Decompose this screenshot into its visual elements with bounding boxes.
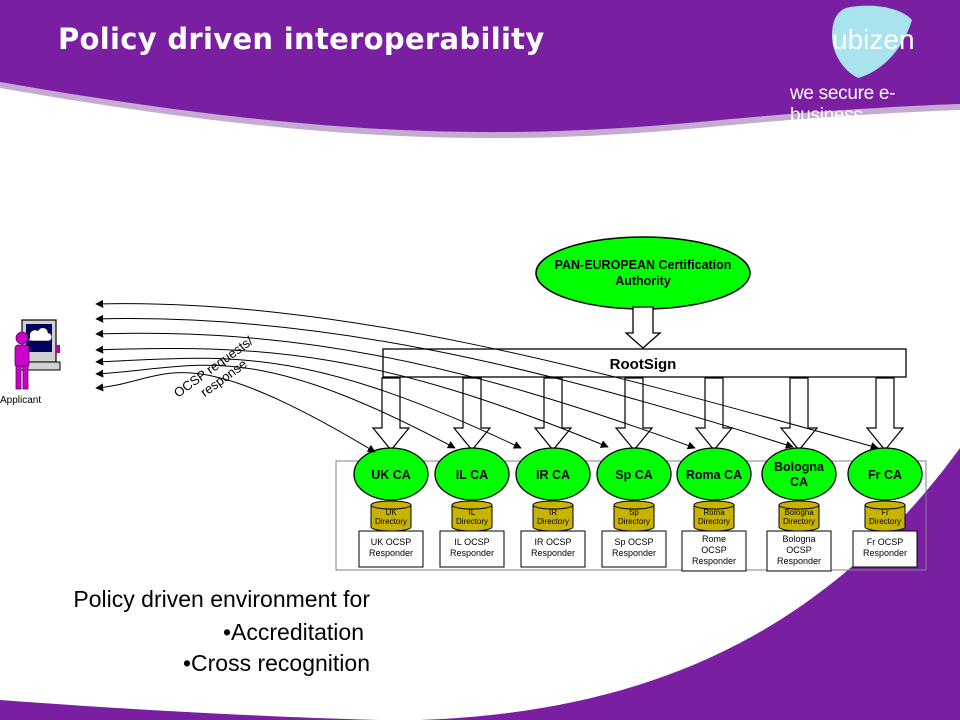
ocsp-responder-label: Responder	[777, 556, 821, 566]
directory-label: Directory	[783, 517, 815, 526]
ocsp-responder-box	[358, 530, 424, 568]
directory-cylinder-top	[864, 500, 906, 510]
ca-node	[847, 447, 923, 501]
ca-label: Sp CA	[615, 468, 653, 482]
ocsp-request-arrow	[95, 372, 376, 453]
ca-label: Bologna	[774, 460, 825, 474]
directory-cylinder-top	[613, 500, 655, 510]
slide-title: Policy driven interoperability	[58, 22, 545, 56]
directory-cylinder-top	[451, 500, 493, 510]
ocsp-responder-label: OCSP	[786, 545, 812, 555]
directory-cylinder-top	[532, 500, 574, 510]
ocsp-responder-box	[766, 530, 832, 572]
ocsp-request-arrow	[95, 299, 879, 450]
ocsp-responder-label: Rome	[702, 534, 726, 544]
directory-label: Fr	[881, 508, 889, 517]
header-band-shadow	[0, 82, 960, 139]
ca-node	[761, 447, 837, 501]
ubizen-logo: ubizen	[832, 24, 915, 55]
policy-bullet-cross-recognition: •Cross recognition	[182, 650, 370, 676]
header-band	[0, 0, 960, 133]
ocsp-responder-label: Responder	[450, 548, 494, 558]
ocsp-responder-label: Sp OCSP	[614, 537, 653, 547]
ca-label: IR CA	[536, 468, 570, 482]
ocsp-responder-label: IL OCSP	[454, 537, 489, 547]
pan-european-ca-node	[535, 236, 751, 310]
ca-label: CA	[790, 475, 808, 489]
directory-label: Directory	[698, 517, 730, 526]
policy-heading: Policy driven environment for	[73, 586, 370, 612]
ca-label: Roma CA	[686, 468, 742, 482]
directory-label: UK	[385, 508, 397, 517]
directory-label: Directory	[537, 517, 569, 526]
ca-label: Fr CA	[868, 468, 902, 482]
directory-label: Bologna	[784, 508, 814, 517]
logo-bubble-icon	[832, 5, 912, 78]
directory-label: Sp	[629, 508, 639, 517]
rootsign-to-ca-arrow	[779, 377, 819, 451]
rootsign-to-ca-arrow	[614, 377, 654, 451]
ocsp-responder-label: Responder	[692, 556, 736, 566]
applicant-computer-icon	[19, 319, 61, 371]
directory-label: Directory	[375, 517, 407, 526]
ca-label: IL CA	[456, 468, 488, 482]
ocsp-responder-box	[439, 530, 505, 568]
rootsign-to-ca-arrow	[533, 377, 573, 451]
authority-bologna-ca: BolognaCABolognaDirectoryBolognaOCSPResp…	[761, 377, 837, 572]
directory-label: Directory	[869, 517, 901, 526]
ocsp-responder-box	[520, 530, 586, 568]
directory-label: Directory	[618, 517, 650, 526]
directory-label: IR	[549, 508, 557, 517]
ocsp-arrows	[95, 299, 879, 453]
footer-band	[0, 700, 380, 720]
ocsp-responder-label: Responder	[863, 548, 907, 558]
directory-cylinder-top	[370, 500, 412, 510]
pan-to-rootsign-arrow	[624, 306, 662, 349]
rootsign-to-ca-arrow	[694, 377, 734, 451]
pan-european-ca-label-line2: Authority	[615, 274, 671, 288]
policy-bullet-accreditation: •Accreditation	[222, 619, 364, 645]
ocsp-responder-label: UK OCSP	[371, 537, 412, 547]
ocsp-responder-box	[601, 530, 667, 568]
ca-label: UK CA	[371, 468, 411, 482]
applicant-label: Applicant	[0, 395, 41, 406]
rootsign-to-ca-arrow	[865, 377, 905, 451]
rootsign-to-ca-arrow	[452, 377, 492, 451]
ocsp-responder-label: Responder	[612, 548, 656, 558]
ocsp-responder-label: Bologna	[782, 534, 815, 544]
ocsp-responder-box	[852, 530, 918, 568]
directory-cylinder-top	[693, 500, 735, 510]
pan-european-ca-label-line1: PAN-EUROPEAN Certification	[555, 258, 732, 272]
ocsp-responder-label: OCSP	[701, 545, 727, 555]
directory-label: Roma	[703, 508, 725, 517]
directory-label: IL	[469, 508, 476, 517]
applicant-person-icon	[14, 331, 30, 390]
directory-cylinder-top	[778, 500, 820, 510]
ocsp-responder-label: Fr OCSP	[867, 537, 904, 547]
rootsign-label: RootSign	[610, 356, 677, 373]
ocsp-responder-label: IR OCSP	[534, 537, 571, 547]
tagline: we secure e-business	[790, 83, 896, 126]
footer-swoosh	[420, 448, 960, 720]
ocsp-responder-label: Responder	[369, 548, 413, 558]
ocsp-responder-box	[681, 530, 747, 572]
directory-label: Directory	[456, 517, 488, 526]
ocsp-responder-label: Responder	[531, 548, 575, 558]
